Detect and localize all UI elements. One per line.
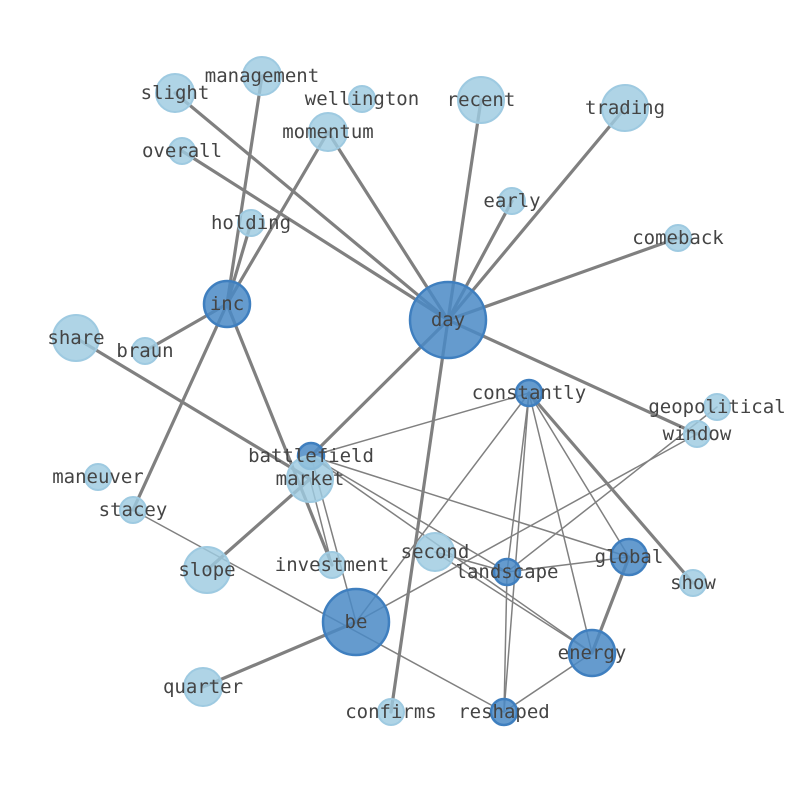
node-landscape: [492, 557, 522, 587]
node-global: [609, 537, 649, 577]
node-label-constantly: constantly: [472, 382, 586, 404]
node-label-window: window: [663, 423, 732, 445]
node-holding: [237, 209, 265, 237]
node-label-confirms: confirms: [345, 701, 437, 723]
node-overall: [168, 137, 196, 165]
node-management: [242, 56, 282, 96]
node-market: [286, 455, 334, 503]
node-label-reshaped: reshaped: [458, 701, 550, 723]
edge-landscape-global: [506, 556, 630, 573]
node-label-slope: slope: [178, 559, 235, 581]
label-layer: day be inc energy global constantly battlefiel…: [47, 65, 785, 723]
node-recent: [457, 76, 505, 124]
node-label-landscape: landscape: [456, 561, 559, 583]
edge-constantly-energy: [528, 392, 593, 654]
edge-day-slight: [173, 91, 450, 322]
node-label-braun: braun: [116, 340, 173, 362]
node-label-stacey: stacey: [99, 499, 168, 521]
node-show: [679, 569, 707, 597]
node-comeback: [664, 224, 692, 252]
edge-day-window: [446, 318, 699, 436]
edge-landscape-reshaped: [503, 571, 508, 713]
edge-inc-management: [225, 74, 264, 306]
node-confirms: [377, 698, 405, 726]
node-label-holding: holding: [211, 212, 291, 234]
node-share: [52, 314, 100, 362]
edge-be-window: [355, 433, 698, 623]
node-second: [415, 532, 455, 572]
node-stacey: [119, 496, 147, 524]
node-label-investment: investment: [275, 554, 389, 576]
edge-share-market: [74, 336, 312, 481]
node-label-early: early: [483, 190, 540, 212]
node-label-market: market: [276, 468, 345, 490]
node-braun: [131, 337, 159, 365]
node-investment: [318, 551, 346, 579]
edge-battlefield-landscape: [310, 455, 508, 573]
edge-battlefield-global: [310, 455, 630, 558]
node-label-geopolitical: geopolitical: [648, 396, 785, 418]
node-geopolitical: [703, 393, 731, 421]
node-be: [321, 587, 391, 657]
node-label-quarter: quarter: [163, 676, 243, 698]
node-quarter: [183, 667, 223, 707]
node-early: [498, 187, 526, 215]
node-wellington: [348, 85, 376, 113]
node-label-show: show: [670, 572, 716, 594]
node-label-wellington: wellington: [305, 88, 419, 110]
node-label-comeback: comeback: [632, 227, 724, 249]
node-inc: [202, 279, 252, 329]
node-label-second: second: [401, 541, 470, 563]
node-label-global: global: [595, 546, 664, 568]
edge-layer: [74, 74, 718, 714]
node-slope: [183, 546, 231, 594]
edge-inc-investment: [225, 302, 334, 567]
node-window: [683, 420, 711, 448]
node-label-momentum: momentum: [282, 121, 374, 143]
node-label-overall: overall: [142, 140, 222, 162]
edge-constantly-global: [528, 392, 630, 558]
node-constantly: [514, 378, 544, 408]
node-label-inc: inc: [210, 293, 244, 315]
node-momentum: [308, 112, 348, 152]
node-label-slight: slight: [141, 82, 210, 104]
edge-day-trading: [446, 106, 627, 322]
node-label-maneuver: maneuver: [52, 466, 144, 488]
edge-second-energy: [434, 551, 593, 654]
node-maneuver: [84, 463, 112, 491]
node-energy: [567, 628, 617, 678]
edge-constantly-battlefield: [310, 392, 530, 457]
node-label-battlefield: battlefield: [248, 445, 374, 467]
edge-stacey-reshaped: [132, 509, 505, 713]
node-reshaped: [489, 697, 519, 727]
node-trading: [601, 84, 649, 132]
node-label-energy: energy: [558, 642, 627, 664]
edge-day-comeback: [446, 236, 680, 322]
edge-landscape-geopolitical: [506, 406, 718, 573]
node-layer: [52, 56, 731, 727]
node-label-management: management: [205, 65, 319, 87]
node-slight: [155, 73, 195, 113]
node-label-share: share: [47, 327, 104, 349]
edge-inc-momentum: [225, 130, 330, 306]
node-label-day: day: [431, 309, 465, 331]
edge-day-overall: [180, 149, 450, 322]
node-day: [408, 280, 488, 360]
edge-constantly-landscape: [506, 392, 530, 573]
edge-inc-stacey: [131, 302, 229, 512]
edge-constantly-reshaped: [503, 392, 530, 713]
node-label-recent: recent: [447, 89, 516, 111]
edge-constantly-show: [527, 391, 695, 585]
node-label-trading: trading: [585, 97, 665, 119]
edge-constantly-be: [355, 392, 530, 623]
edge-day-confirms: [389, 318, 450, 714]
node-label-be: be: [345, 611, 368, 633]
